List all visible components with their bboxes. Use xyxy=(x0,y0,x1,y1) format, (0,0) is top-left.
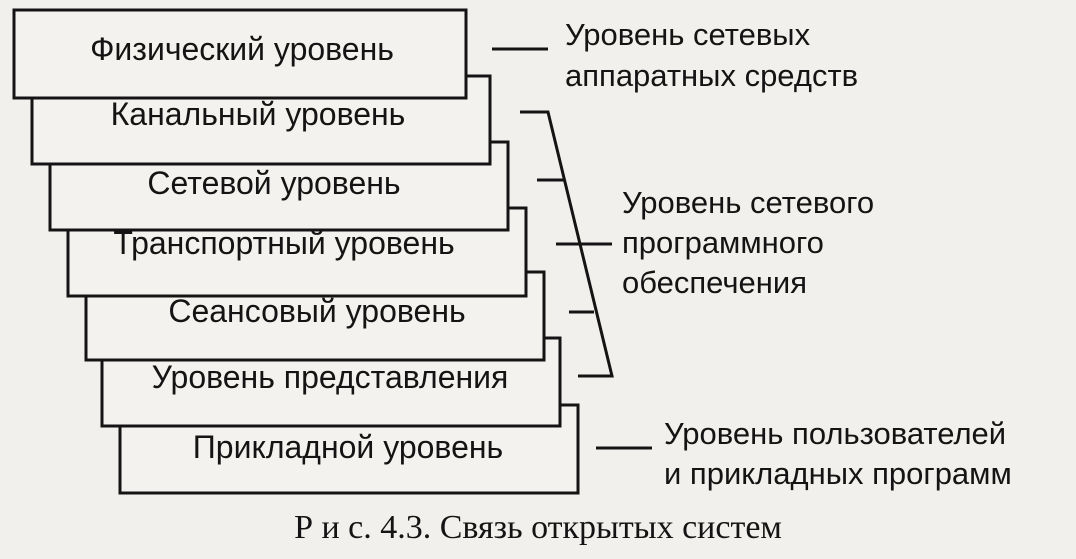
layer-box-physical: Физический уровень xyxy=(12,8,468,100)
group-label-software: Уровень сетевого программного обеспечени… xyxy=(622,185,874,300)
bracket-software xyxy=(520,110,614,378)
layer-label-physical: Физический уровень xyxy=(90,31,394,67)
group-label-users: Уровень пользователей и прикладных прогр… xyxy=(664,416,1012,491)
figure-caption: Р и с. 4.3. Связь открытых систем xyxy=(294,509,782,546)
svg-text:программного: программного xyxy=(622,225,824,260)
layer-label-application: Прикладной уровень xyxy=(193,429,503,465)
svg-text:аппаратных средств: аппаратных средств xyxy=(565,58,858,93)
svg-text:Уровень сетевых: Уровень сетевых xyxy=(565,17,811,52)
svg-text:обеспечения: обеспечения xyxy=(622,265,807,300)
layer-label-data-link: Канальный уровень xyxy=(111,96,406,132)
layer-label-presentation: Уровень представления xyxy=(152,359,509,395)
svg-text:и прикладных программ: и прикладных программ xyxy=(664,456,1012,491)
layer-label-network: Сетевой уровень xyxy=(147,165,400,201)
svg-text:Уровень сетевого: Уровень сетевого xyxy=(622,185,874,220)
svg-text:Уровень пользователей: Уровень пользователей xyxy=(664,416,1006,451)
group-label-hardware: Уровень сетевых аппаратных средств xyxy=(565,17,858,93)
layer-label-session: Сеансовый уровень xyxy=(168,293,465,329)
